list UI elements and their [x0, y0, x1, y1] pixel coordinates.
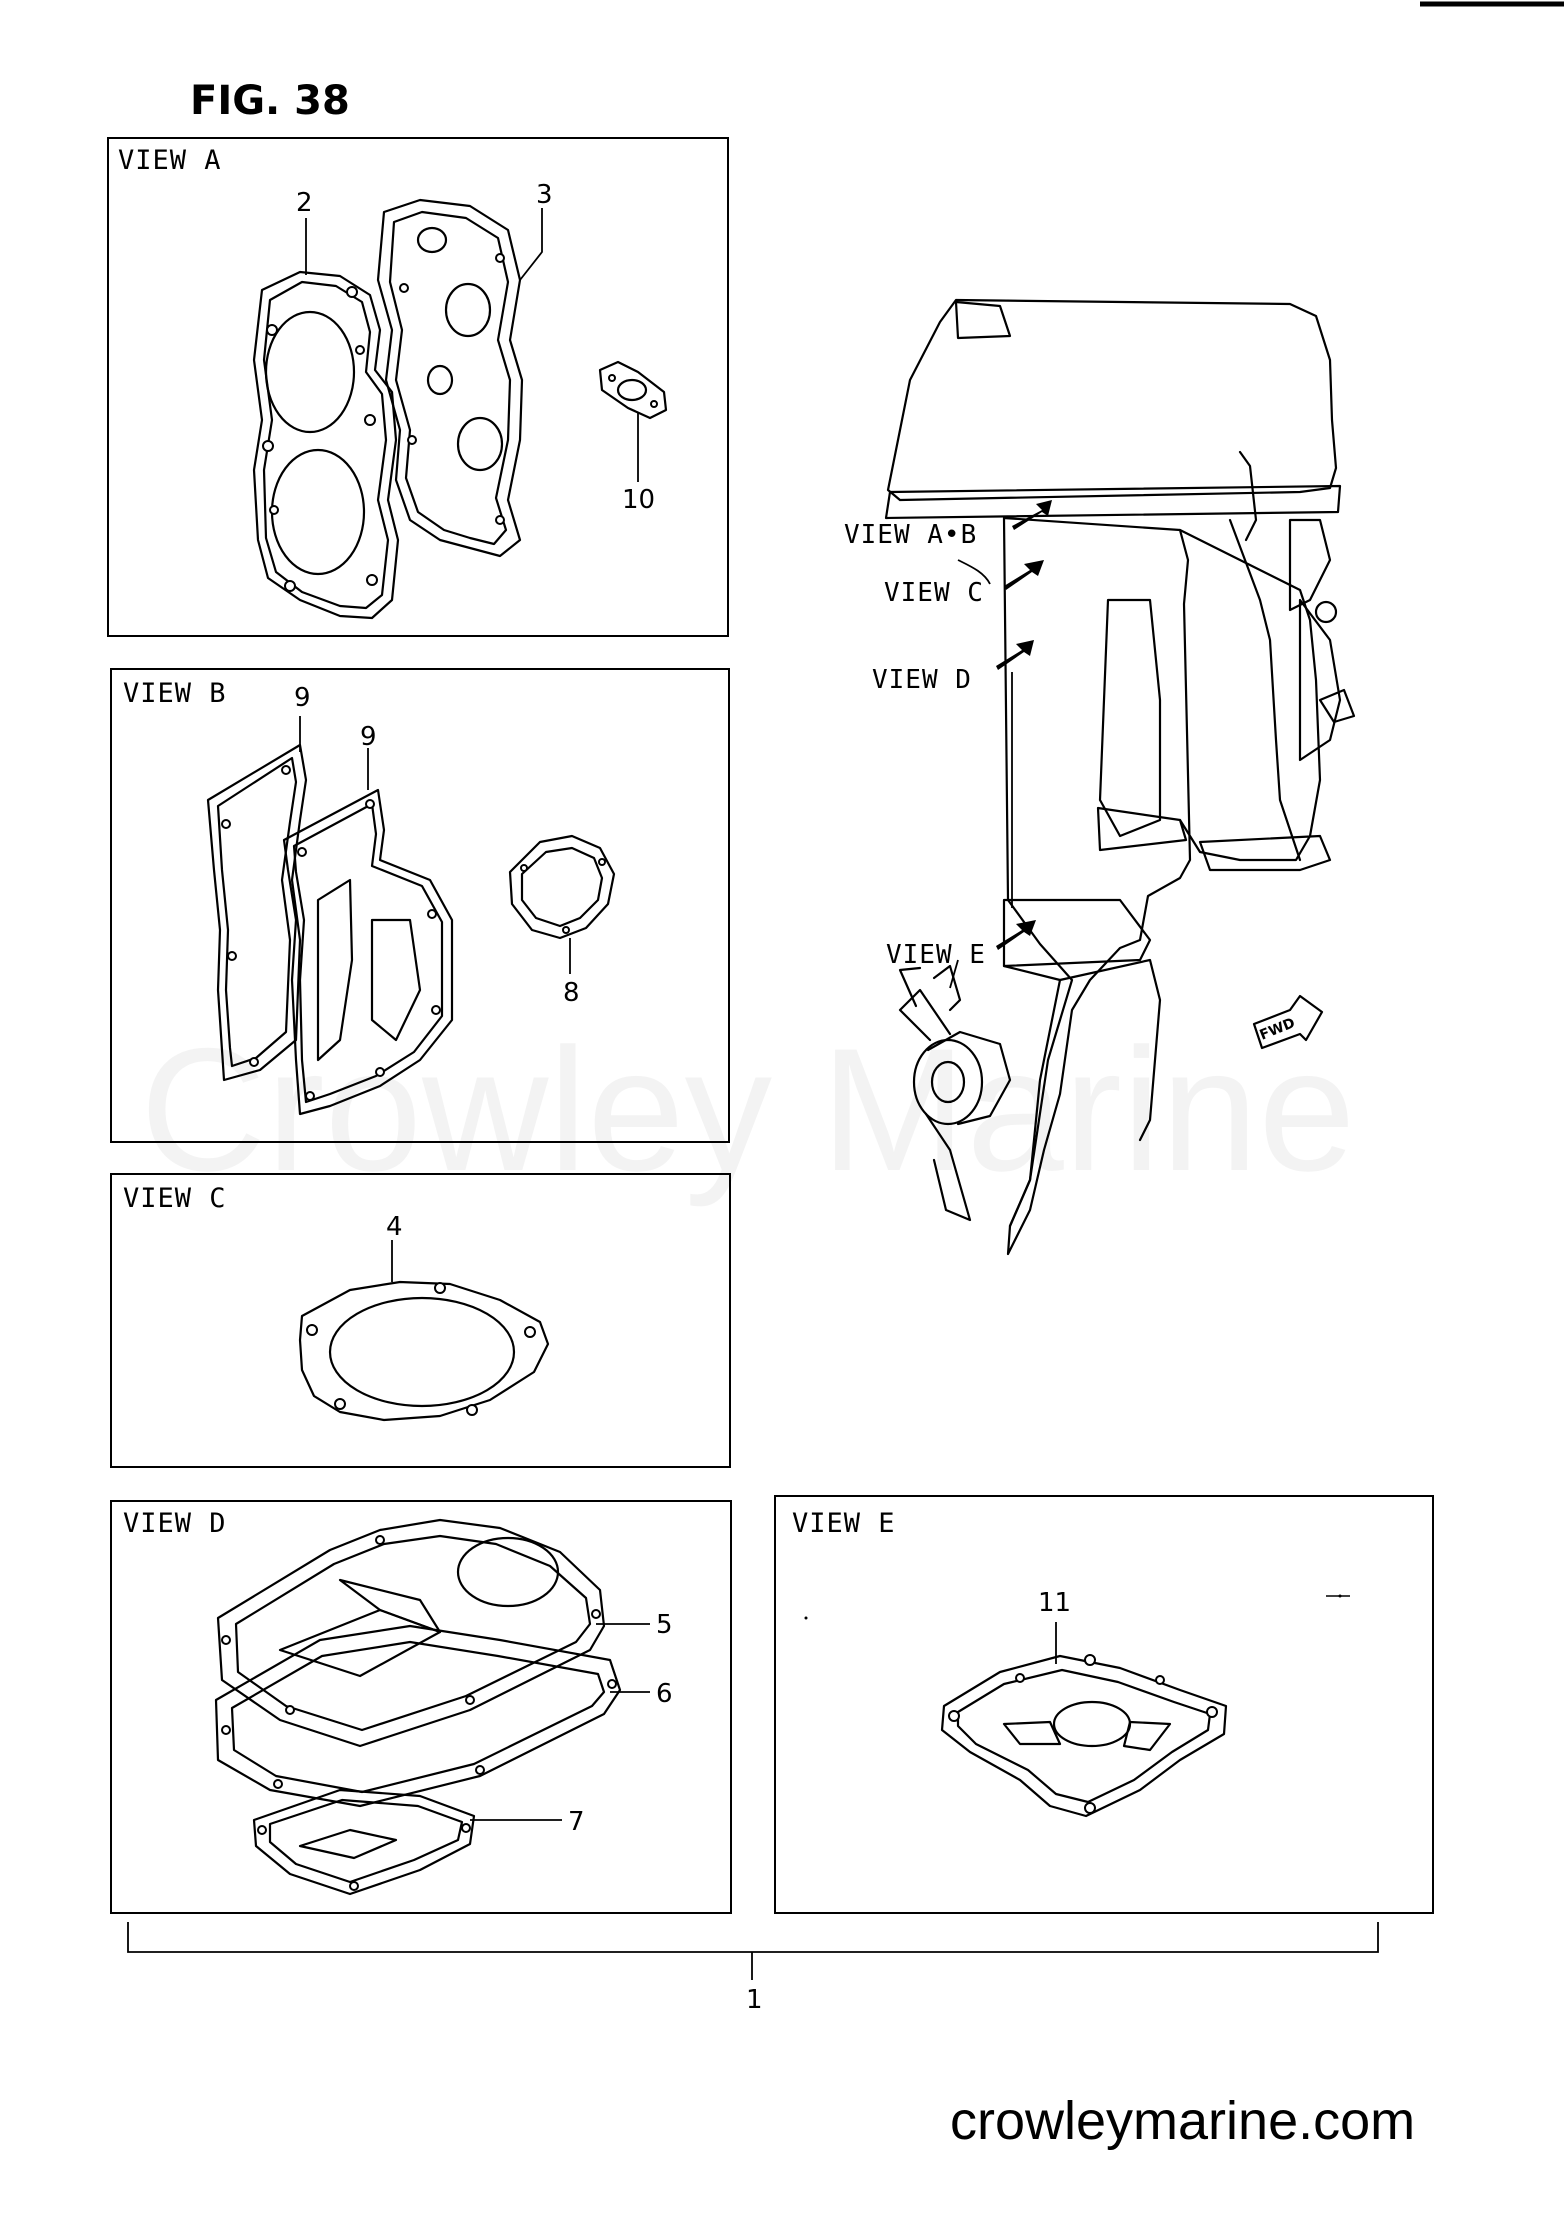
part-number-7: 7: [568, 1807, 585, 1837]
panel-view-d: [110, 1500, 732, 1914]
panel-view-e: [774, 1495, 1434, 1914]
engine-label-view-e: VIEW E: [886, 940, 986, 970]
outboard-engine-drawing: [884, 298, 1356, 1256]
panel-view-b: [110, 668, 730, 1143]
engine-label-view-d: VIEW D: [872, 665, 972, 695]
part-number-10: 10: [622, 485, 656, 515]
part-number-2: 2: [296, 188, 313, 218]
gasket-part-4: [298, 1240, 550, 1422]
gasket-part-11: [940, 1622, 1228, 1818]
figure-title: FIG. 38: [190, 78, 350, 124]
part-number-6: 6: [656, 1679, 673, 1709]
panel-view-b-label: VIEW B: [123, 678, 227, 709]
gasket-part-6: [214, 1624, 650, 1808]
engine-label-view-c: VIEW C: [884, 578, 984, 608]
part-number-5: 5: [656, 1610, 673, 1640]
part-number-9b: 9: [360, 722, 377, 752]
panel-view-d-label: VIEW D: [123, 1508, 227, 1539]
assembly-bracket: [127, 1922, 1379, 1980]
gasket-part-3: [376, 198, 543, 558]
panel-view-c: [110, 1173, 731, 1468]
part-number-11: 11: [1038, 1588, 1072, 1618]
panel-view-e-label: VIEW E: [792, 1508, 896, 1539]
gasket-part-5: [216, 1518, 650, 1748]
watermark-text: Crowley Marine: [140, 1010, 1356, 1211]
panel-view-c-label: VIEW C: [123, 1183, 227, 1214]
site-url: crowleymarine.com: [950, 2091, 1416, 2151]
part-number-9a: 9: [294, 683, 311, 713]
gasket-part-9-front: [282, 748, 454, 1116]
gasket-part-2: [252, 218, 400, 620]
panel-view-a-label: VIEW A: [118, 145, 222, 176]
part-number-3: 3: [536, 180, 553, 210]
part-number-8: 8: [563, 978, 580, 1008]
gasket-part-10: [598, 360, 668, 482]
gasket-part-9-rear: [206, 716, 308, 1082]
gasket-part-8: [508, 834, 616, 974]
part-number-1: 1: [746, 1985, 763, 2015]
gasket-part-7: [252, 1788, 562, 1896]
engine-label-view-ab: VIEW A•B: [844, 520, 978, 550]
panel-view-a: [107, 137, 729, 637]
part-number-4: 4: [386, 1212, 403, 1242]
